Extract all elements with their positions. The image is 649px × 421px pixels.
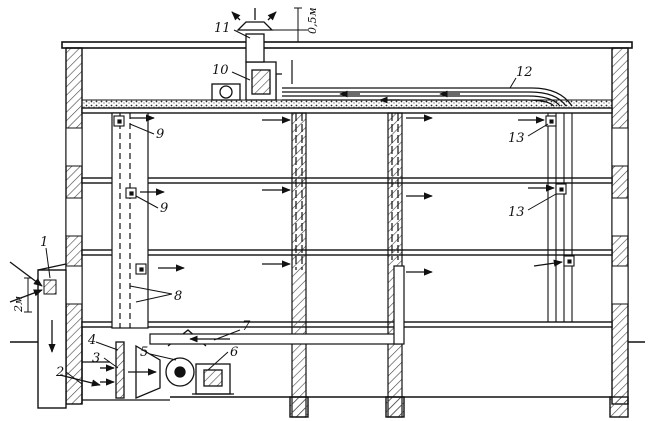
label-2: 2 — [55, 365, 64, 380]
exhaust-duct-right — [545, 113, 575, 322]
label-3: 3 — [92, 351, 100, 366]
exhaust-riser-center — [295, 113, 399, 270]
dimension-top — [268, 7, 308, 43]
callout-labels: 1 2 3 4 5 6 7 8 9 9 10 11 12 13 13 0,5м … — [12, 7, 533, 380]
label-10: 10 — [212, 63, 229, 78]
exhaust-fan-unit — [211, 8, 277, 101]
leader-lines — [45, 29, 557, 385]
label-7: 7 — [242, 319, 251, 334]
basement — [10, 327, 645, 418]
attic-exhaust-collector — [275, 60, 573, 107]
label-8: 8 — [174, 289, 182, 304]
label-9-lower: 9 — [160, 201, 168, 216]
floor-slabs — [81, 107, 613, 328]
supply-air-chamber — [59, 329, 234, 401]
interior-walls — [291, 112, 403, 418]
supply-vertical-duct — [111, 112, 149, 329]
label-4: 4 — [87, 333, 96, 348]
exterior-walls — [65, 47, 629, 405]
label-6: 6 — [230, 345, 238, 360]
label-11: 11 — [214, 21, 231, 36]
label-1: 1 — [40, 235, 48, 250]
label-9-upper: 9 — [156, 127, 164, 142]
attic-insulation — [81, 99, 613, 109]
air-intake-shaft — [9, 261, 67, 409]
airflow-arrows — [130, 114, 563, 276]
label-12: 12 — [516, 65, 533, 80]
label-13-lower: 13 — [508, 205, 525, 220]
label-5: 5 — [140, 345, 148, 360]
roof-slab — [61, 41, 633, 49]
dimension-side-label: 2м — [12, 296, 25, 313]
dimension-top-label: 0,5м — [306, 7, 319, 34]
basement-supply-duct — [149, 265, 405, 345]
label-13-upper: 13 — [508, 131, 525, 146]
